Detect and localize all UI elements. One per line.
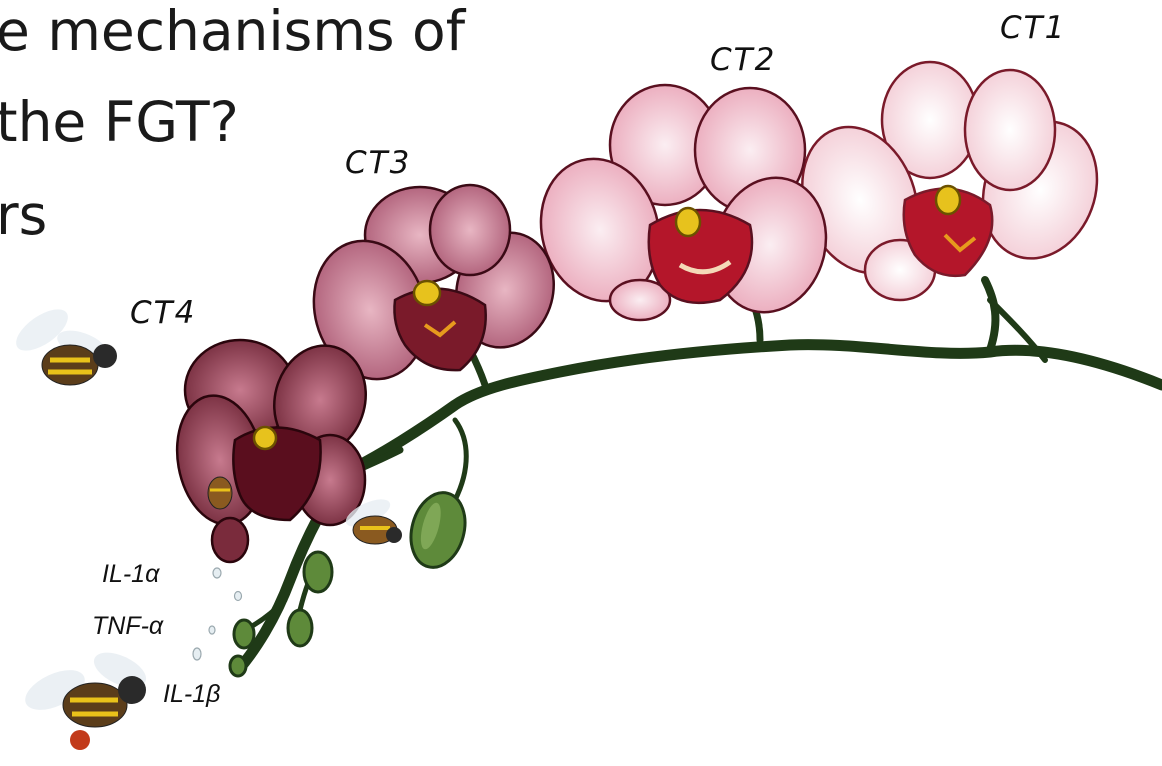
- ct1-label: CT1: [1000, 10, 1066, 46]
- orchid-ct2-icon: [525, 85, 840, 325]
- bee-icon: [9, 301, 117, 385]
- bee-icon: [208, 477, 232, 509]
- ct2-label: CT2: [710, 42, 776, 78]
- cytokine-label-il1b: IL-1β: [163, 680, 220, 709]
- droplet-icon: [193, 568, 242, 660]
- orchid-ct1-icon: [783, 62, 1116, 300]
- ct4-label: CT4: [130, 295, 196, 331]
- orchid-ct4-icon: [167, 335, 377, 562]
- cytokine-label-il1a: IL-1α: [102, 560, 159, 589]
- bee-icon: [19, 645, 151, 750]
- ct3-label: CT3: [345, 145, 411, 181]
- cytokine-label-tnfa: TNF-α: [92, 612, 163, 641]
